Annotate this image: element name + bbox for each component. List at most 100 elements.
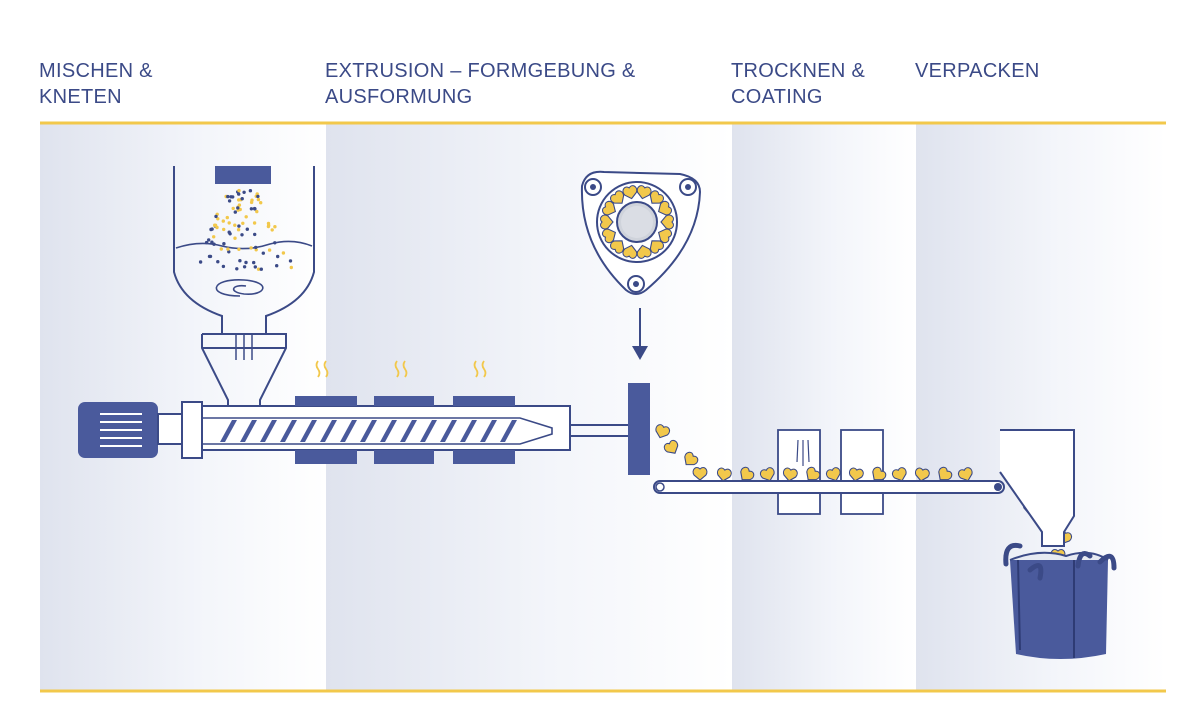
particle-dot (225, 215, 229, 220)
particle-dot (261, 251, 265, 255)
screw-flight (380, 420, 397, 442)
particle-dot (252, 221, 257, 225)
particle-dot (253, 232, 257, 237)
particle-dot (227, 230, 231, 234)
particle-dot (259, 201, 263, 205)
particle-dot (216, 260, 220, 264)
particle-dot (244, 215, 248, 219)
particle-dot (216, 217, 220, 221)
particle-dot (226, 194, 230, 199)
particle-dot (222, 242, 226, 246)
particle-dot (244, 260, 248, 265)
screw-flight (300, 420, 317, 442)
particle-dot (238, 259, 242, 263)
particle-dot (231, 195, 235, 199)
particle-cloud (198, 188, 293, 271)
particle-dot (248, 189, 253, 193)
particle-dot (231, 206, 235, 211)
heater-bands (295, 396, 515, 464)
particle-dot (241, 221, 245, 225)
particle-dot (256, 197, 261, 202)
particle-dot (249, 246, 253, 250)
screw-flight (500, 420, 517, 442)
screw-flight (220, 420, 237, 442)
particle-dot (210, 227, 214, 231)
particle-dot (221, 264, 226, 269)
particle-dot (227, 199, 232, 203)
screw-flight (360, 420, 377, 442)
particle-dot (226, 247, 230, 251)
packaging-hopper (999, 429, 1075, 547)
particle-dot (236, 206, 240, 210)
particle-dot (235, 267, 239, 271)
particle-dot (259, 267, 263, 271)
particle-dot (237, 198, 241, 202)
particle-dot (289, 265, 293, 270)
screw-flight (340, 420, 357, 442)
screw-flight (480, 420, 497, 442)
particle-dot (237, 188, 241, 193)
particle-dot (240, 197, 244, 201)
screw-flight (260, 420, 277, 442)
particle-dot (237, 247, 241, 251)
screw-flight (400, 420, 417, 442)
particle-dot (273, 241, 277, 245)
particle-dot (212, 235, 216, 239)
extruder-screw (220, 420, 517, 442)
screw-flight (280, 420, 297, 442)
particle-dot (233, 210, 237, 214)
panel-drying (732, 124, 916, 690)
particle-dot (212, 242, 216, 246)
particle-dot (255, 209, 259, 214)
feed-arrow (632, 308, 648, 360)
particle-dot (215, 225, 219, 230)
stage-label-mixing: MISCHEN & KNETEN (39, 60, 153, 108)
particle-dot (214, 214, 218, 219)
stage-label-extrusion: EXTRUSION – FORMGEBUNG & AUSFORMUNG (325, 60, 636, 108)
particle-dot (250, 198, 254, 202)
particle-dot (221, 219, 225, 223)
particle-dot (270, 228, 274, 232)
screw-flight (440, 420, 457, 442)
screw-flight (320, 420, 337, 442)
particle-dot (227, 221, 231, 225)
particle-dot (275, 264, 279, 268)
stage-label-packing: VERPACKEN (915, 60, 1040, 82)
particle-dot (252, 206, 257, 211)
big-bag (1003, 542, 1117, 659)
heat-waves (315, 360, 487, 378)
die-head (628, 383, 650, 475)
particle-dot (254, 245, 258, 250)
particle-dot (198, 260, 203, 264)
particle-dot (240, 233, 244, 237)
particle-dot (252, 260, 256, 265)
particle-dot (233, 223, 237, 227)
particle-dot (219, 247, 223, 251)
screw-flight (240, 420, 257, 442)
particle-dot (227, 250, 231, 254)
particle-dot (273, 225, 277, 229)
particle-dot (213, 223, 217, 227)
particle-dot (249, 207, 254, 211)
extruder-barrel (201, 405, 628, 451)
particle-dot (256, 267, 261, 271)
particle-dot (276, 254, 280, 259)
particle-dot (242, 190, 246, 194)
particle-dot (245, 227, 249, 231)
particle-dot (242, 265, 247, 269)
particle-dot (204, 240, 209, 245)
particle-dot (256, 194, 260, 199)
particle-dot (207, 238, 211, 242)
feed-inlet (215, 166, 271, 184)
particle-dot (237, 192, 241, 196)
particle-dot (236, 228, 241, 232)
screw-flight (460, 420, 477, 442)
particle-dot (222, 227, 226, 232)
particle-dot (253, 265, 257, 269)
stage-label-drying: TROCKNEN & COATING (731, 60, 866, 108)
conveyor-belt (653, 480, 1005, 494)
particle-dot (267, 248, 272, 252)
particle-dot (237, 224, 241, 228)
particle-dot (208, 254, 213, 259)
die-plate-detail (580, 170, 702, 295)
